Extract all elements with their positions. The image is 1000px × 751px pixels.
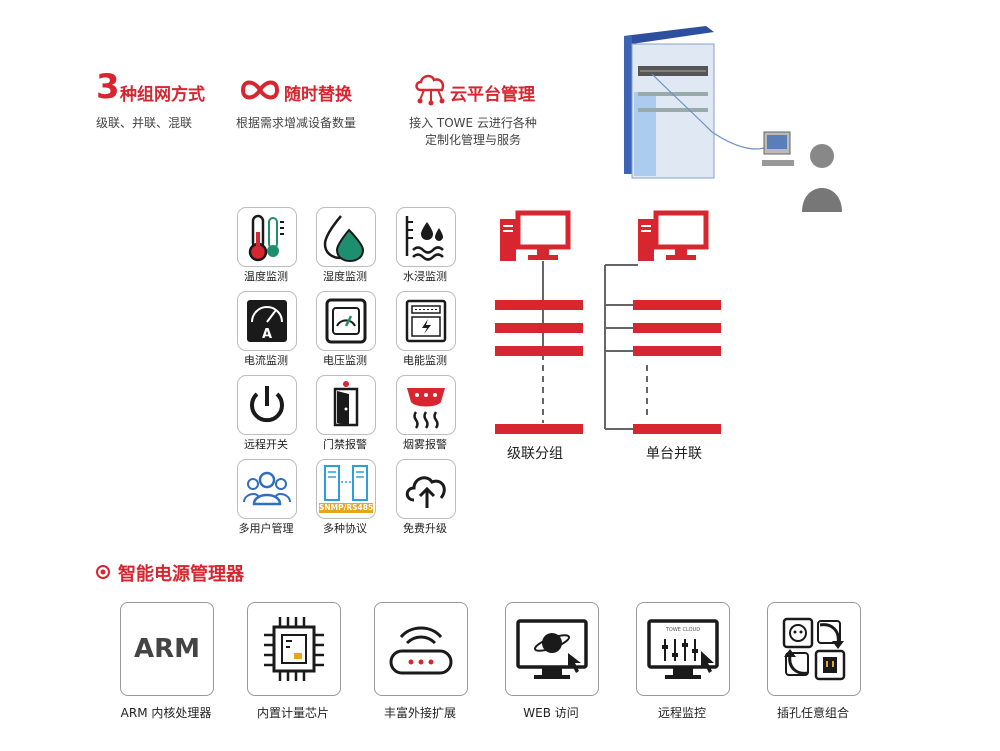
parallel-label: 单台并联 [646, 446, 702, 462]
feature-number: 3 [96, 67, 120, 107]
card-web-access [505, 602, 599, 696]
tile-door-alarm [316, 375, 376, 435]
card-label: 插孔任意组合 [776, 706, 849, 720]
tile-label: 多用户管理 [238, 522, 294, 535]
tile-humidity [316, 207, 376, 267]
door-alarm-icon [333, 381, 359, 427]
feature-title: 云平台管理 [450, 85, 535, 105]
power-icon [250, 386, 284, 423]
computer-icon [638, 210, 709, 261]
feature-desc: 根据需求增减设备数量 [236, 116, 357, 130]
remote-monitor-icon [647, 619, 719, 679]
topology-diagram [495, 210, 721, 434]
web-monitor-icon [516, 619, 588, 679]
cloud-upload-icon [405, 476, 446, 508]
energy-meter-icon [405, 299, 447, 343]
cascade-label: 级联分组 [507, 446, 563, 462]
tile-temperature [237, 207, 297, 267]
feature-title: 随时替换 [284, 85, 352, 105]
water-leak-icon [405, 216, 444, 261]
feature-desc: 级联、并联、混联 [96, 116, 193, 130]
tile-remote-switch [237, 375, 297, 435]
card-arm: ARM [120, 602, 214, 696]
feature-networking: 3 种组网方式 级联、并联、混联 [96, 68, 246, 138]
feature-desc: 定制化管理与服务 [424, 133, 521, 147]
voltmeter-icon [325, 298, 367, 344]
ammeter-icon: A [247, 300, 287, 342]
cloud-brand-text: TOWE CLOUD [665, 627, 701, 633]
card-remote-monitor: TOWE CLOUD [636, 602, 730, 696]
feature-desc: 接入 TOWE 云进行各种 [409, 116, 537, 130]
router-icon [389, 626, 453, 675]
thermometer-icon [248, 214, 284, 262]
metering-chip-icon [264, 617, 324, 681]
tile-label: 电能监测 [403, 354, 447, 367]
tile-label: 远程开关 [244, 438, 288, 451]
card-socket-combo [767, 602, 861, 696]
tile-smoke-alarm [396, 375, 456, 435]
tile-multi-user [237, 459, 297, 519]
smoke-alarm-icon [407, 388, 445, 429]
tile-free-upgrade [396, 459, 456, 519]
arm-text: ARM [133, 634, 200, 664]
card-metering-chip [247, 602, 341, 696]
computer-icon [500, 210, 571, 261]
tile-water-leak [396, 207, 456, 267]
section-title: 智能电源管理器 [118, 564, 244, 585]
tile-label: 免费升级 [403, 522, 447, 535]
card-label: 远程监控 [657, 706, 706, 720]
card-label: WEB 访问 [523, 706, 579, 720]
bullet-icon [96, 565, 110, 579]
card-label: ARM 内核处理器 [120, 706, 212, 720]
server-rack-illustration [624, 26, 842, 212]
socket-combo-icon [782, 617, 846, 681]
card-label: 丰富外接扩展 [383, 706, 456, 720]
svg-text:A: A [262, 327, 272, 342]
tile-current: A [237, 291, 297, 351]
tile-label: 温度监测 [244, 270, 288, 283]
card-expansion [374, 602, 468, 696]
card-label: 内置计量芯片 [256, 706, 329, 720]
tile-label: 多种协议 [323, 522, 367, 535]
humidity-drop-icon [323, 215, 365, 263]
feature-cloud: 云平台管理 接入 TOWE 云进行各种 定制化管理与服务 [402, 68, 552, 148]
tile-protocol: SNMP/RS485 [316, 459, 376, 519]
tile-label: 电流监测 [244, 354, 288, 367]
monitor-grid: 温度监测 湿度监测 水浸监测 A 电流监测 [236, 207, 466, 537]
tile-voltage [316, 291, 376, 351]
feature-replace: 随时替换 根据需求增减设备数量 [236, 68, 386, 138]
protocol-badge: SNMP/RS485 [319, 503, 373, 513]
tile-label: 水浸监测 [403, 270, 447, 283]
tile-label: 电压监测 [323, 354, 367, 367]
users-icon [243, 471, 291, 506]
feature-title: 种组网方式 [120, 85, 205, 105]
cloud-network-icon [415, 74, 445, 106]
tile-label: 湿度监测 [323, 270, 367, 283]
tile-energy [396, 291, 456, 351]
infinity-icon [240, 80, 280, 100]
tile-label: 烟雾报警 [403, 438, 447, 451]
tile-label: 门禁报警 [323, 438, 367, 451]
protocol-icon [324, 465, 368, 501]
